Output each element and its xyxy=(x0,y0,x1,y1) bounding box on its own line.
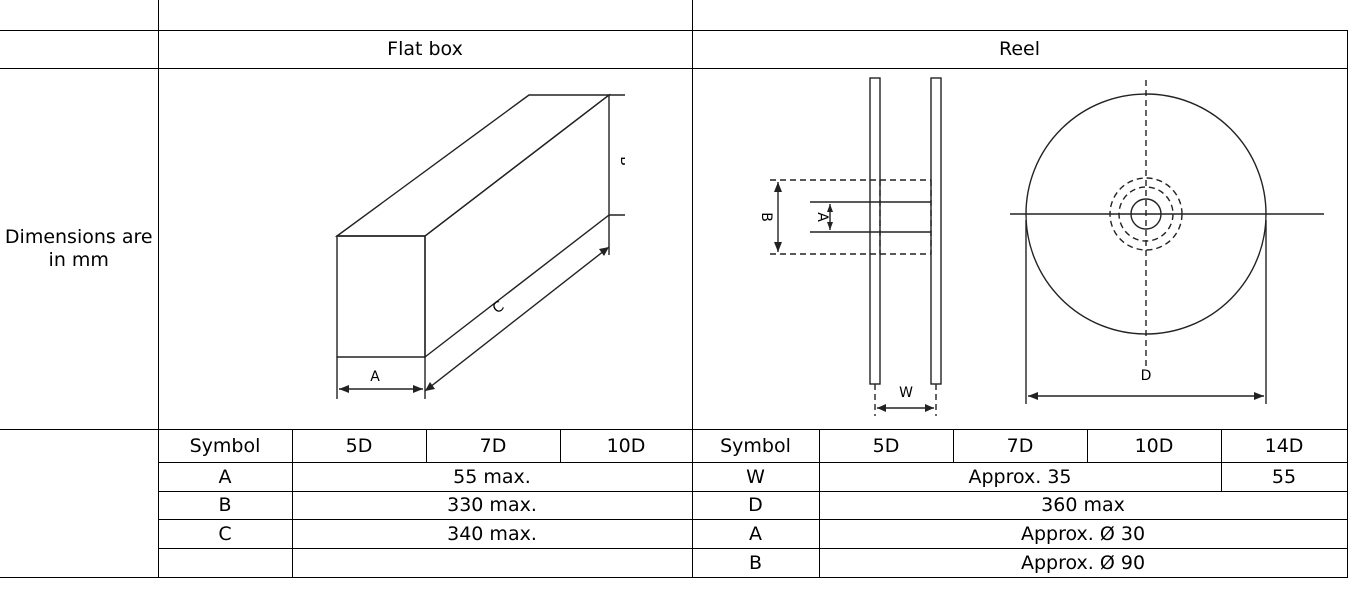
spacer-cell-left xyxy=(0,0,159,31)
table-row: B 330 max. D 360 max xyxy=(0,490,1348,520)
reel-flange-right xyxy=(929,76,942,385)
reel-col-5d: 5D xyxy=(818,428,954,463)
header-flat-box: Flat box xyxy=(157,29,693,69)
flat-symbol-cell xyxy=(157,547,293,578)
spacer-row xyxy=(0,0,1348,31)
reel-label-w: W xyxy=(899,385,913,401)
reel-symbol-cell: W xyxy=(691,461,820,492)
flat-col-5d: 5D xyxy=(291,428,427,463)
box-front-face xyxy=(336,234,426,358)
table-row: A 55 max. W Approx. 35 55 xyxy=(0,461,1348,492)
spacer-cell-reel xyxy=(691,0,1348,31)
spacer-cell-flat-box xyxy=(157,0,693,31)
table-row: C 340 max. A Approx. Ø 30 xyxy=(0,518,1348,549)
flat-symbol-cell: A xyxy=(157,461,293,492)
reel-drawing: B A W xyxy=(758,76,1324,416)
drawing-row: Dimensions are in mm B xyxy=(0,67,1348,430)
reel-value-cell: Approx. Ø 90 xyxy=(818,547,1348,578)
blank-left-cell xyxy=(0,429,159,462)
column-header-row: Symbol 5D 7D 10D Symbol 5D 7D 10D 14D xyxy=(0,428,1348,463)
header-row: Flat box Reel xyxy=(0,29,1348,69)
flat-box-drawing: B C A xyxy=(334,93,625,399)
flat-box-label-b: B xyxy=(617,156,625,166)
flat-box-label-a: A xyxy=(370,369,380,385)
reel-symbol-cell: A xyxy=(691,518,820,549)
reel-label-b: B xyxy=(758,212,774,222)
flat-value-cell xyxy=(291,547,693,578)
reel-symbol-cell: B xyxy=(691,547,820,578)
reel-value-14d-cell: 55 xyxy=(1220,461,1348,492)
flat-col-10d: 10D xyxy=(559,428,693,463)
flat-value-cell: 340 max. xyxy=(291,518,693,549)
flat-col-symbol: Symbol xyxy=(157,428,293,463)
box-side-face xyxy=(424,93,610,358)
flat-symbol-cell: C xyxy=(157,518,293,549)
reel-value-cell: Approx. Ø 30 xyxy=(818,518,1348,549)
reel-flange-left xyxy=(868,76,881,385)
packaging-dimensions-table: Flat box Reel Dimensions are in mm B xyxy=(0,0,1348,578)
reel-col-14d: 14D xyxy=(1220,428,1348,463)
flat-symbol-cell: B xyxy=(157,490,293,520)
reel-label-a: A xyxy=(814,212,830,222)
header-reel: Reel xyxy=(691,29,1348,69)
box-top-face xyxy=(334,93,612,237)
reel-drawing-cell: B A W xyxy=(691,67,1348,430)
flat-box-label-c: C xyxy=(490,298,508,317)
reel-label-d: D xyxy=(1140,368,1151,384)
flat-value-cell: 330 max. xyxy=(291,490,693,520)
reel-symbol-cell: D xyxy=(691,490,820,520)
flat-value-cell: 55 max. xyxy=(291,461,693,492)
reel-col-10d: 10D xyxy=(1086,428,1222,463)
reel-value-cell: Approx. 35 xyxy=(818,461,1222,492)
header-blank xyxy=(0,29,159,69)
reel-col-symbol: Symbol xyxy=(691,428,820,463)
table-row: B Approx. Ø 90 xyxy=(0,547,1348,578)
dimensions-label: Dimensions are in mm xyxy=(0,67,159,430)
reel-value-cell: 360 max xyxy=(818,490,1348,520)
reel-col-7d: 7D xyxy=(952,428,1088,463)
flat-box-drawing-cell: B C A xyxy=(157,67,693,430)
flat-col-7d: 7D xyxy=(425,428,561,463)
